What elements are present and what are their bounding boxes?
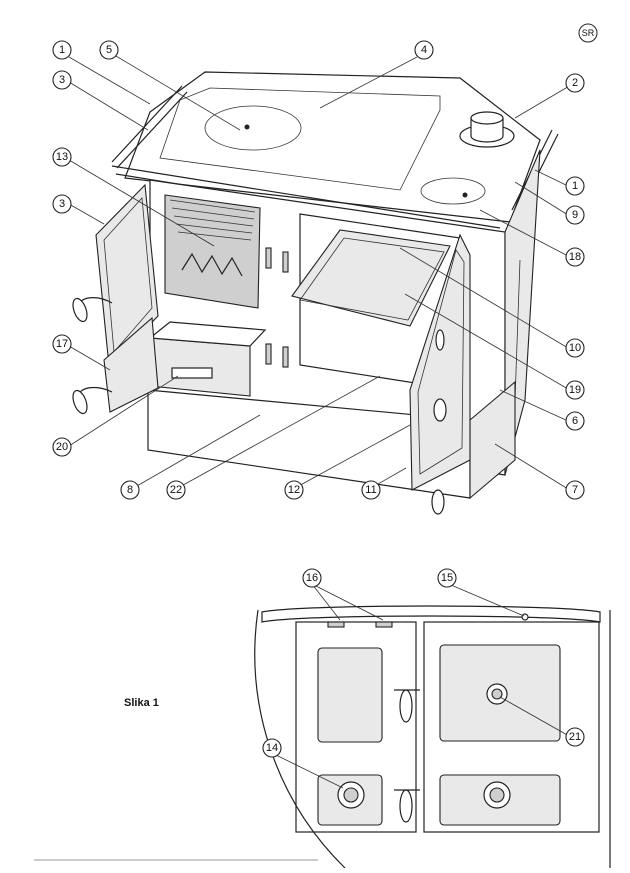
oven-door-handle-knob: [433, 398, 447, 422]
callout-label: 22: [170, 484, 182, 496]
ash-drawer: [149, 337, 251, 397]
callout-16: 16: [302, 568, 322, 588]
callout-5: 5: [99, 40, 119, 60]
callout-label: 5: [106, 44, 112, 56]
detail-leader-lines: [275, 583, 570, 789]
svg-text:SR: SR: [582, 28, 595, 38]
callout-label: 17: [56, 338, 68, 350]
callout-label: 1: [572, 180, 578, 192]
callout-label: 21: [569, 731, 581, 743]
callout-10: 10: [565, 338, 585, 358]
figure-caption: Slika 1: [124, 697, 159, 709]
callout-label: 20: [56, 441, 68, 453]
callout-label: 18: [569, 251, 581, 263]
callout-7: 7: [565, 480, 585, 500]
hotplate-small: [420, 177, 486, 205]
handle-left-lower: [79, 386, 113, 393]
callout-19: 19: [565, 380, 585, 400]
oven-door: [409, 233, 471, 491]
callout-15: 15: [437, 568, 457, 588]
callout-1: 1: [565, 176, 585, 196]
detail-left-window: [317, 647, 383, 743]
callout-21: 21: [565, 727, 585, 747]
callout-14: 14: [262, 738, 282, 758]
callout-9: 9: [565, 205, 585, 225]
language-badge: SR: [578, 23, 598, 43]
callout-12: 12: [284, 480, 304, 500]
lower-door-handle-knob: [431, 489, 445, 515]
callout-label: 11: [365, 484, 376, 496]
callout-11: 11: [361, 480, 381, 500]
callout-3: 3: [52, 194, 72, 214]
callout-label: 9: [572, 209, 578, 221]
callout-label: 10: [569, 342, 581, 354]
top-rail-left: [111, 85, 188, 169]
callout-13: 13: [52, 147, 72, 167]
flue-outlet-pipe: [470, 117, 504, 143]
callout-label: 19: [569, 384, 581, 396]
hotplate-large: [204, 105, 302, 151]
callout-20: 20: [52, 437, 72, 457]
main-leader-lines: [68, 55, 572, 491]
grate: [181, 252, 243, 277]
callout-label: 3: [59, 198, 65, 210]
callout-label: 6: [572, 415, 578, 427]
callout-label: 16: [306, 572, 318, 584]
callout-label: 14: [266, 742, 278, 754]
callout-22: 22: [166, 480, 186, 500]
callout-8: 8: [120, 480, 140, 500]
callout-label: 1: [59, 44, 65, 56]
callout-4: 4: [414, 40, 434, 60]
detail-top-rail: [261, 605, 601, 623]
callout-3: 3: [52, 70, 72, 90]
firebox: [164, 194, 261, 309]
callout-label: 2: [572, 77, 578, 89]
callout-label: 3: [59, 74, 65, 86]
callout-2: 2: [565, 73, 585, 93]
callout-label: 7: [572, 484, 578, 496]
detail-view: [258, 600, 610, 868]
callout-label: 8: [127, 484, 133, 496]
callout-label: 12: [288, 484, 300, 496]
callout-label: 13: [56, 151, 68, 163]
callout-18: 18: [565, 247, 585, 267]
ash-door: [103, 316, 159, 413]
callout-label: 15: [441, 572, 453, 584]
callout-17: 17: [52, 334, 72, 354]
callout-1: 1: [52, 40, 72, 60]
callout-label: 4: [421, 44, 427, 56]
stove-main-view: [72, 71, 559, 515]
callout-6: 6: [565, 411, 585, 431]
